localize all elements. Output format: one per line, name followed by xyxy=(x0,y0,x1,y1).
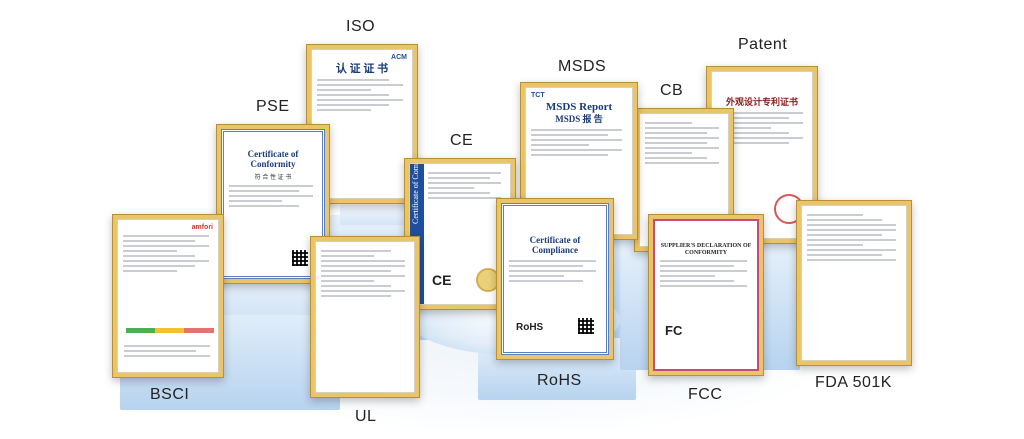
ce-band-text: Certificate of Compliance xyxy=(411,163,420,224)
patent-text-lines xyxy=(717,111,807,144)
pse-doc-subtitle: 符 合 性 证 书 xyxy=(254,174,292,181)
fda-text-lines xyxy=(807,214,901,261)
msds-doc-title: MSDS Report xyxy=(545,101,613,113)
pse-text-lines xyxy=(229,184,317,207)
rohs-text-lines xyxy=(509,259,601,282)
iso-doc-title: 认 证 证 书 xyxy=(335,63,389,75)
certificate-pse: Certificate of Conformity 符 合 性 证 书 xyxy=(216,124,330,284)
label-cb: CB xyxy=(660,82,684,99)
rohs-doc-title: Certificate of Compliance xyxy=(529,235,581,255)
bsci-text-lines xyxy=(123,235,213,272)
bsci-lower-lines xyxy=(124,342,214,360)
msds-doc-subtitle: MSDS 报 告 xyxy=(555,114,603,125)
label-pse: PSE xyxy=(256,98,290,115)
msds-text-lines xyxy=(531,128,627,156)
certificate-fda xyxy=(796,200,912,366)
iso-text-lines xyxy=(317,79,407,112)
patent-doc-title: 外观设计专利证书 xyxy=(725,97,798,107)
bsci-rating-bar xyxy=(126,328,214,333)
label-msds: MSDS xyxy=(558,58,607,75)
fcc-doc-title: SUPPLIER'S DECLARATION OF CONFORMITY xyxy=(660,243,752,256)
certificate-ul xyxy=(310,236,420,398)
fcc-mark: FC xyxy=(665,323,683,338)
label-fda: FDA 501K xyxy=(815,374,892,391)
certificate-fcc: SUPPLIER'S DECLARATION OF CONFORMITY FC xyxy=(648,214,764,376)
label-patent: Patent xyxy=(738,36,788,53)
pse-doc-title: Certificate of Conformity xyxy=(247,149,299,169)
msds-org-logo: TCT xyxy=(531,92,545,99)
label-rohs: RoHS xyxy=(537,372,582,389)
rohs-qr-code xyxy=(578,318,594,334)
certificate-rohs: Certificate of Compliance RoHS xyxy=(496,198,614,360)
rohs-mark: RoHS xyxy=(516,322,544,333)
ce-text-lines xyxy=(428,172,505,199)
fcc-text-lines xyxy=(660,260,752,288)
label-fcc: FCC xyxy=(688,386,723,403)
label-bsci: BSCI xyxy=(150,386,190,403)
ce-mark: CE xyxy=(432,272,452,288)
label-iso: ISO xyxy=(346,18,376,35)
ul-text-lines xyxy=(321,250,409,297)
label-ce: CE xyxy=(450,132,474,149)
iso-org-logo: ACM xyxy=(391,54,407,61)
label-ul: UL xyxy=(355,408,377,425)
certificate-bsci: amfori xyxy=(112,214,224,378)
bsci-logo: amfori xyxy=(191,224,213,231)
pse-qr-code xyxy=(292,250,308,266)
cb-text-lines xyxy=(645,122,723,164)
